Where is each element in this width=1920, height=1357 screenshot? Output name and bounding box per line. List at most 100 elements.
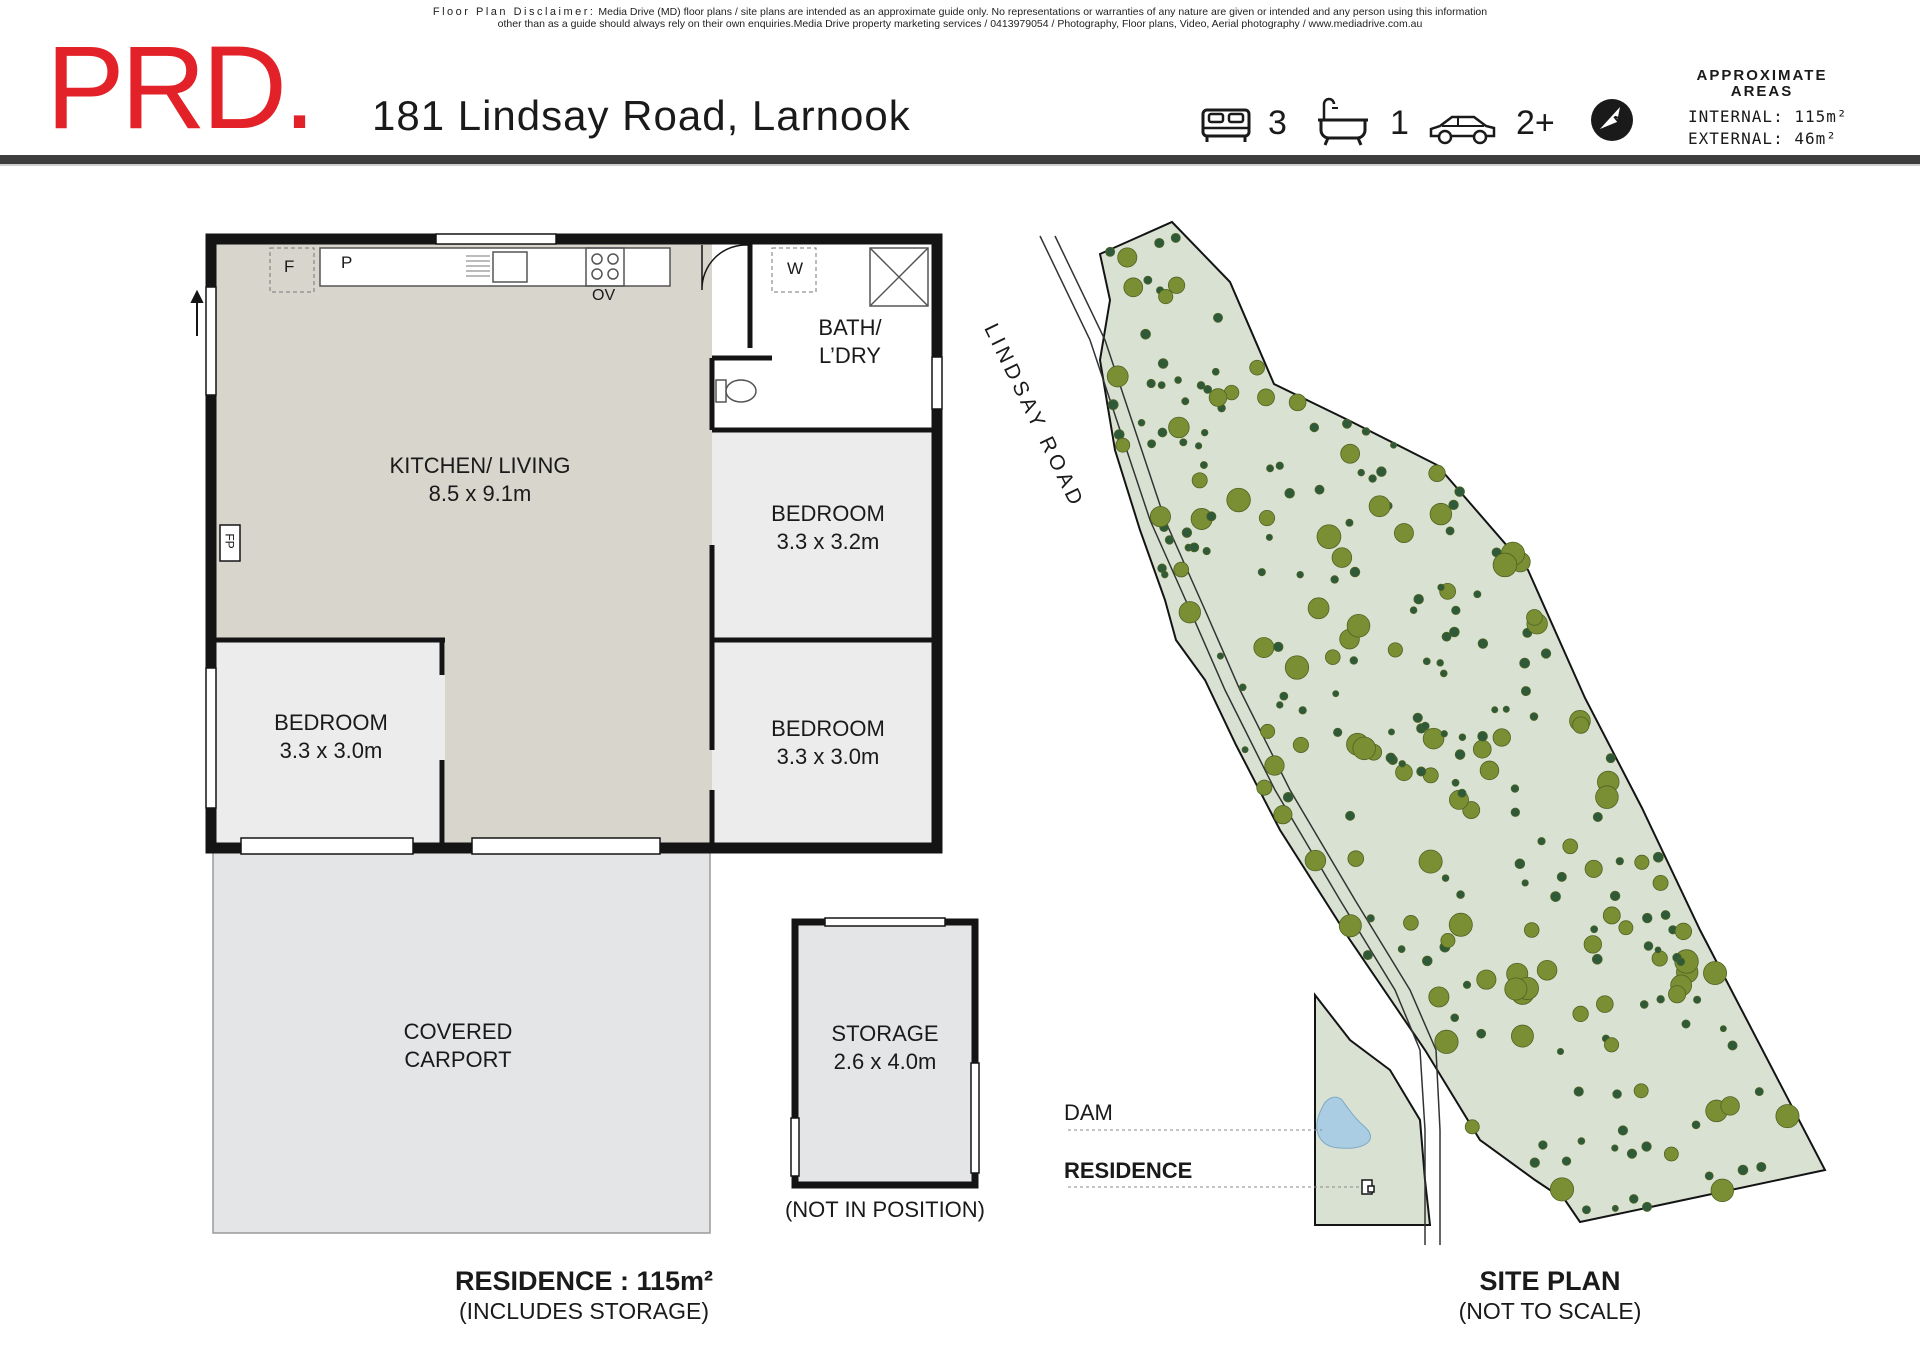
tree (1710, 1178, 1735, 1203)
tree (1173, 561, 1190, 578)
dam-label: DAM (1064, 1100, 1113, 1125)
tree (1441, 874, 1450, 882)
tree (1298, 706, 1307, 715)
tree (1477, 730, 1488, 742)
tree (1641, 1141, 1652, 1152)
tree (1393, 523, 1414, 544)
tree (1642, 912, 1653, 924)
tree (1511, 1024, 1534, 1048)
tree (1157, 427, 1168, 438)
pantry-label: P (341, 253, 353, 272)
tree (1720, 1096, 1740, 1116)
tree (1704, 1171, 1714, 1181)
tree (1573, 1086, 1584, 1097)
tree (1429, 502, 1453, 526)
tree (1257, 388, 1275, 407)
tree (1422, 657, 1431, 666)
site-trees (1105, 232, 1800, 1215)
tree (1273, 641, 1284, 652)
tree (1345, 518, 1354, 527)
tree (1213, 312, 1223, 323)
storage-name: STORAGE (831, 1021, 939, 1046)
sink (492, 251, 528, 283)
tree (1448, 912, 1473, 937)
tree (1454, 486, 1465, 497)
tree (1592, 811, 1603, 822)
bedroom-1-label: BEDROOM 3.3 x 3.2m (738, 500, 918, 556)
tree (1189, 542, 1200, 553)
tree (1349, 656, 1359, 665)
car-icon (1428, 112, 1498, 146)
tree (1273, 805, 1293, 825)
tree (1195, 442, 1203, 450)
tree (1106, 365, 1129, 388)
tree (1451, 778, 1460, 787)
tree (1691, 1120, 1701, 1130)
tree (1330, 575, 1339, 584)
tree (1537, 837, 1546, 846)
tree (1629, 1194, 1639, 1204)
tree (1340, 443, 1360, 464)
tree (1174, 376, 1182, 384)
tree (1526, 609, 1543, 626)
tree (1137, 418, 1146, 427)
disclaimer-line1: Media Drive (MD) floor plans / site plan… (598, 6, 1488, 18)
tree (1181, 397, 1190, 406)
tree (1115, 437, 1131, 453)
shower (869, 247, 929, 307)
tree (1181, 527, 1193, 538)
tree (1562, 838, 1579, 855)
tree (1439, 669, 1448, 678)
tree (1476, 969, 1497, 990)
tree (1681, 1019, 1691, 1029)
tree (1550, 891, 1561, 902)
tree (1260, 723, 1276, 739)
areas-title-line2: AREAS (1730, 83, 1794, 100)
tree (1157, 381, 1166, 390)
drainer (466, 255, 490, 277)
tree (1397, 945, 1406, 953)
tree (1604, 1037, 1620, 1053)
tree (1352, 736, 1376, 761)
tree (1167, 276, 1186, 294)
tree (1626, 1148, 1638, 1159)
tree (1756, 1161, 1767, 1172)
prd-logo: PRD. (46, 28, 316, 148)
tree (1445, 526, 1455, 536)
tree (1448, 499, 1459, 511)
tree (1196, 381, 1206, 390)
site-plan-caption: SITE PLAN (NOT TO SCALE) (1400, 1266, 1700, 1326)
tree (1556, 871, 1567, 882)
tree (1403, 915, 1419, 931)
tree (1462, 801, 1481, 819)
tree (1434, 1029, 1459, 1054)
tree (1737, 1164, 1749, 1176)
tree (1357, 468, 1365, 477)
tree (1540, 648, 1552, 659)
lindsay-road (1039, 235, 1441, 1245)
tree (1345, 810, 1356, 821)
tree (1376, 466, 1387, 477)
tree (1170, 232, 1181, 243)
tree (1257, 568, 1266, 577)
disclaimer-label: Floor Plan Disclaimer: (432, 6, 596, 18)
tree (1462, 980, 1472, 989)
tree (1428, 986, 1450, 1008)
disclaimer-line2: other than as a guide should always rely… (497, 18, 1423, 30)
bedroom-1-size: 3.3 x 3.2m (776, 529, 880, 554)
tree (1105, 246, 1116, 257)
external-area: EXTERNAL: 46m² (1688, 129, 1837, 148)
carport-line2: CARPORT (404, 1047, 512, 1072)
tree (1703, 961, 1728, 986)
tree (1437, 583, 1445, 592)
tree (1208, 388, 1228, 407)
tree (1333, 727, 1343, 737)
header-divider-shadow (0, 164, 1920, 166)
tree (1249, 359, 1265, 376)
tree (1451, 605, 1461, 615)
tree (1387, 642, 1403, 658)
tree (1157, 563, 1167, 574)
tree (1361, 427, 1371, 436)
tree (1179, 438, 1188, 447)
tree (1238, 683, 1247, 692)
